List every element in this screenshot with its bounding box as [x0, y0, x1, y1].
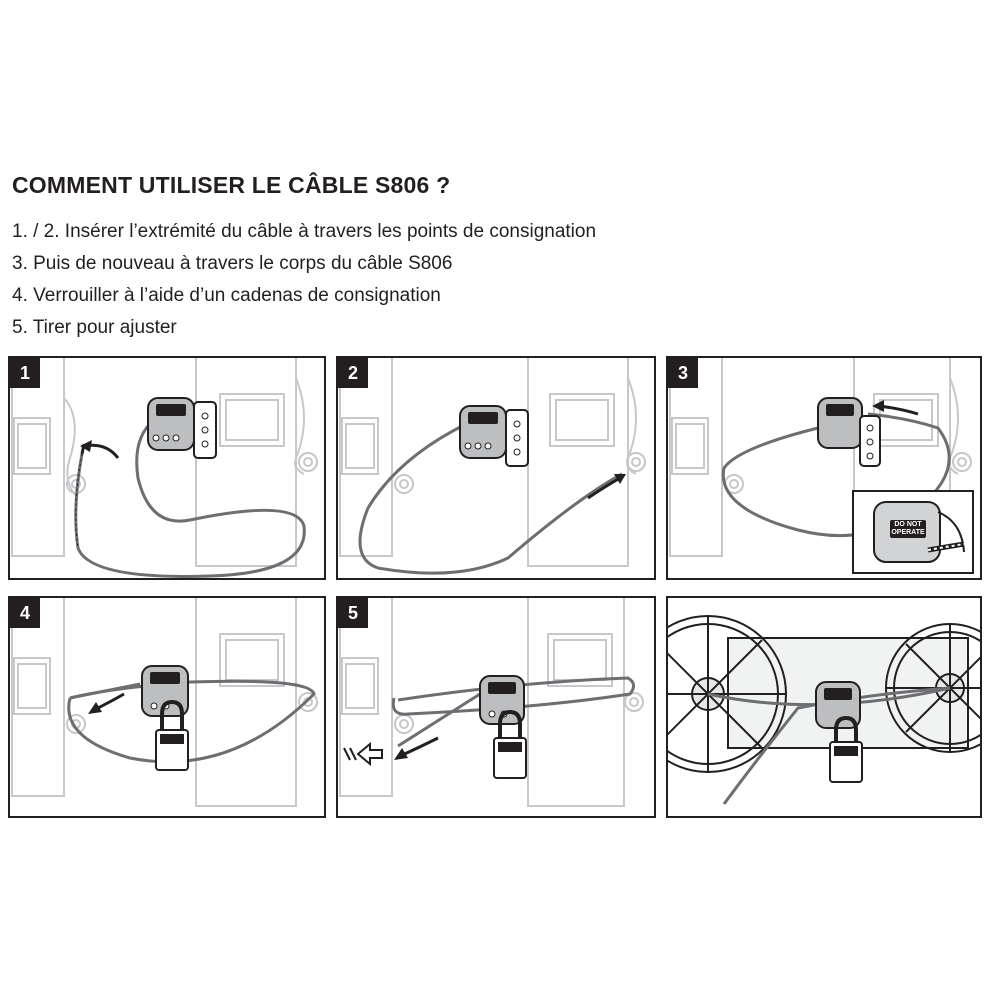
cable	[358, 422, 623, 575]
step-5-panel: 5	[336, 596, 656, 818]
final-result-panel	[666, 596, 982, 818]
step-badge: 4	[10, 598, 40, 628]
detail-inset: DO NOT OPERATE	[852, 490, 974, 574]
instruction-step-1-2: 1. / 2. Insérer l’extrémité du câble à t…	[12, 221, 597, 242]
instruction-step-4: 4. Verrouiller à l’aide d’un cadenas de …	[12, 285, 441, 306]
warning-label: DO NOT OPERATE	[890, 520, 926, 538]
direction-arrow	[587, 476, 621, 500]
step-4-illustration	[11, 598, 318, 807]
cable-lock-device	[817, 397, 881, 467]
step-badge: 2	[338, 358, 368, 388]
step-1-panel: 1	[8, 356, 326, 580]
step-3-panel: 3 DO NOT OPERATE	[666, 356, 982, 580]
instruction-step-5: 5. Tirer pour ajuster	[12, 317, 177, 338]
padlock	[829, 715, 863, 783]
instruction-list: 1. / 2. Insérer l’extrémité du câble à t…	[12, 216, 596, 344]
cable-lock-device	[459, 405, 529, 467]
step-badge: 3	[668, 358, 698, 388]
step-2-panel: 2	[336, 356, 656, 580]
cable-lock-device	[147, 397, 217, 459]
step-5-illustration	[339, 598, 644, 807]
cable	[707, 686, 951, 805]
padlock	[155, 699, 189, 771]
padlock	[493, 709, 527, 779]
instruction-step-3: 3. Puis de nouveau à travers le corps du…	[12, 253, 453, 274]
valve-lockout-illustration	[668, 615, 980, 805]
step-2-illustration	[339, 358, 646, 575]
step-4-panel: 4	[8, 596, 326, 818]
cable	[67, 679, 316, 764]
step-badge: 5	[338, 598, 368, 628]
step-1-illustration	[11, 358, 318, 578]
page-title: COMMENT UTILISER LE CÂBLE S806 ?	[12, 172, 451, 198]
cable	[74, 418, 306, 578]
step-badge: 1	[10, 358, 40, 388]
pull-arrow-icon	[343, 741, 383, 767]
